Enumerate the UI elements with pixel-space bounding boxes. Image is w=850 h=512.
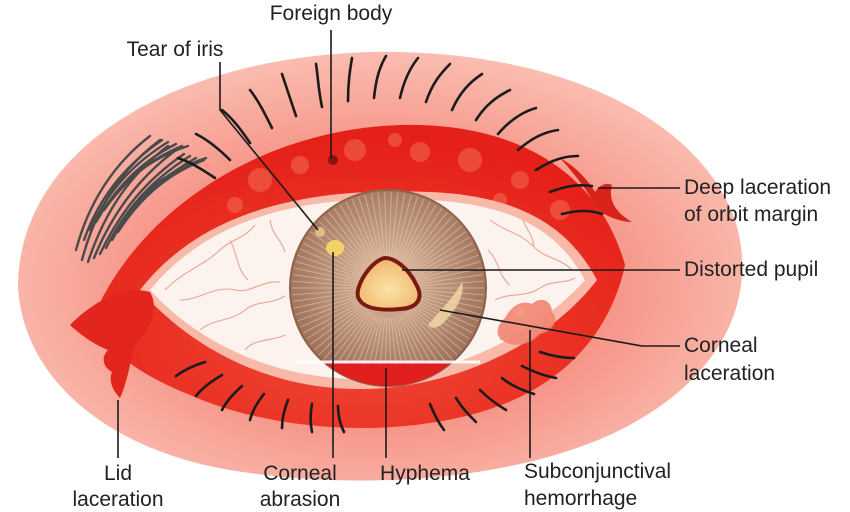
iris-ray — [314, 306, 366, 351]
iris-ray — [295, 295, 360, 315]
iris-ray — [404, 208, 443, 264]
iris-ray — [417, 280, 484, 287]
iris-ray — [398, 198, 425, 261]
iris-ray — [293, 267, 359, 283]
iris-ray — [410, 306, 462, 351]
iris-ray — [404, 312, 443, 368]
iris-ray — [410, 225, 462, 270]
hemorrhage-spot — [514, 306, 526, 318]
subconjunctival-hemorrhage — [497, 299, 556, 345]
label-corneal-abrasion-2: abrasion — [260, 488, 341, 511]
iris-ray — [400, 201, 431, 262]
leader-tear-of-iris — [219, 62, 319, 231]
label-corneal-laceration-2: laceration — [684, 362, 775, 385]
label-lid-laceration-2: laceration — [72, 488, 163, 511]
iris-ray — [390, 192, 399, 259]
iris-ray — [339, 204, 374, 263]
iris-ray — [333, 208, 372, 264]
iris-ray — [306, 303, 363, 340]
iris-ray — [409, 308, 458, 356]
iris-ray — [328, 311, 370, 364]
label-distorted-pupil: Distorted pupil — [684, 258, 818, 281]
iris-ray — [416, 254, 479, 279]
lid-mottling — [227, 133, 570, 220]
iris-ray — [297, 254, 360, 279]
iris-ray — [414, 242, 473, 275]
iris-ray — [310, 305, 365, 345]
label-deep-laceration-1: Deep laceration — [684, 176, 831, 199]
label-foreign-body: Foreign body — [270, 2, 393, 25]
upper-eyelashes — [176, 54, 604, 216]
iris-ray — [323, 216, 369, 267]
iris-ray — [295, 261, 360, 281]
orbit-margin-laceration — [560, 158, 632, 222]
iris-ray — [292, 274, 359, 285]
iris-ray — [417, 274, 484, 285]
iris-ray — [406, 212, 448, 265]
iris-ray — [370, 193, 384, 259]
iris-ray — [328, 212, 370, 265]
iris-ray — [417, 291, 484, 302]
label-hyphema: Hyphema — [380, 462, 470, 485]
label-deep-laceration-2: of orbit margin — [684, 203, 818, 226]
iris-ray — [402, 204, 437, 263]
label-lid-laceration-1: Lid — [104, 462, 132, 485]
iris-ray — [351, 198, 378, 261]
iris-ray — [377, 192, 386, 259]
iris-ray — [345, 201, 376, 262]
distorted-pupil — [355, 255, 422, 312]
iris-ray — [293, 293, 359, 309]
iris-ray — [292, 291, 359, 302]
label-corneal-abrasion-1: Corneal — [263, 462, 337, 485]
iris-ray — [417, 289, 484, 296]
corneal-abrasion-spot — [326, 240, 344, 256]
lid-laceration — [70, 290, 155, 398]
leader-lines — [117, 30, 680, 458]
iris-ray — [411, 231, 466, 271]
iris-ray — [407, 216, 453, 267]
iris-ray — [333, 312, 372, 368]
iris-ray — [409, 220, 458, 268]
iris-ray — [384, 192, 388, 259]
iris-ray — [388, 192, 392, 259]
iris-ray — [396, 196, 419, 260]
sclera-veins — [164, 209, 576, 351]
iris-ray — [300, 299, 361, 328]
label-subconjunctival-2: hemorrhage — [524, 487, 637, 510]
iris-ray — [415, 248, 476, 277]
iris-ray — [300, 248, 361, 277]
iris-ray — [297, 297, 360, 322]
iris-ray — [392, 193, 406, 259]
leader-corneal-laceration — [439, 309, 680, 347]
iris-ray — [318, 308, 367, 356]
iris-ray — [406, 311, 448, 364]
hyphema — [290, 362, 486, 386]
foreign-body — [328, 155, 338, 165]
label-subconjunctival-1: Subconjunctival — [524, 460, 671, 483]
corneal-laceration-streak — [428, 282, 463, 328]
iris-ray — [364, 194, 382, 260]
label-corneal-laceration-1: Corneal — [684, 334, 758, 357]
iris-ray — [292, 289, 359, 296]
label-tear-of-iris: Tear of iris — [127, 38, 224, 61]
lower-eyelashes — [174, 350, 576, 434]
iris-ray — [413, 236, 470, 273]
iris-ray — [292, 280, 359, 287]
iris-ray — [323, 309, 369, 360]
iris-ray — [394, 194, 412, 260]
iris-ray — [357, 196, 380, 260]
iris-ray — [407, 309, 453, 360]
